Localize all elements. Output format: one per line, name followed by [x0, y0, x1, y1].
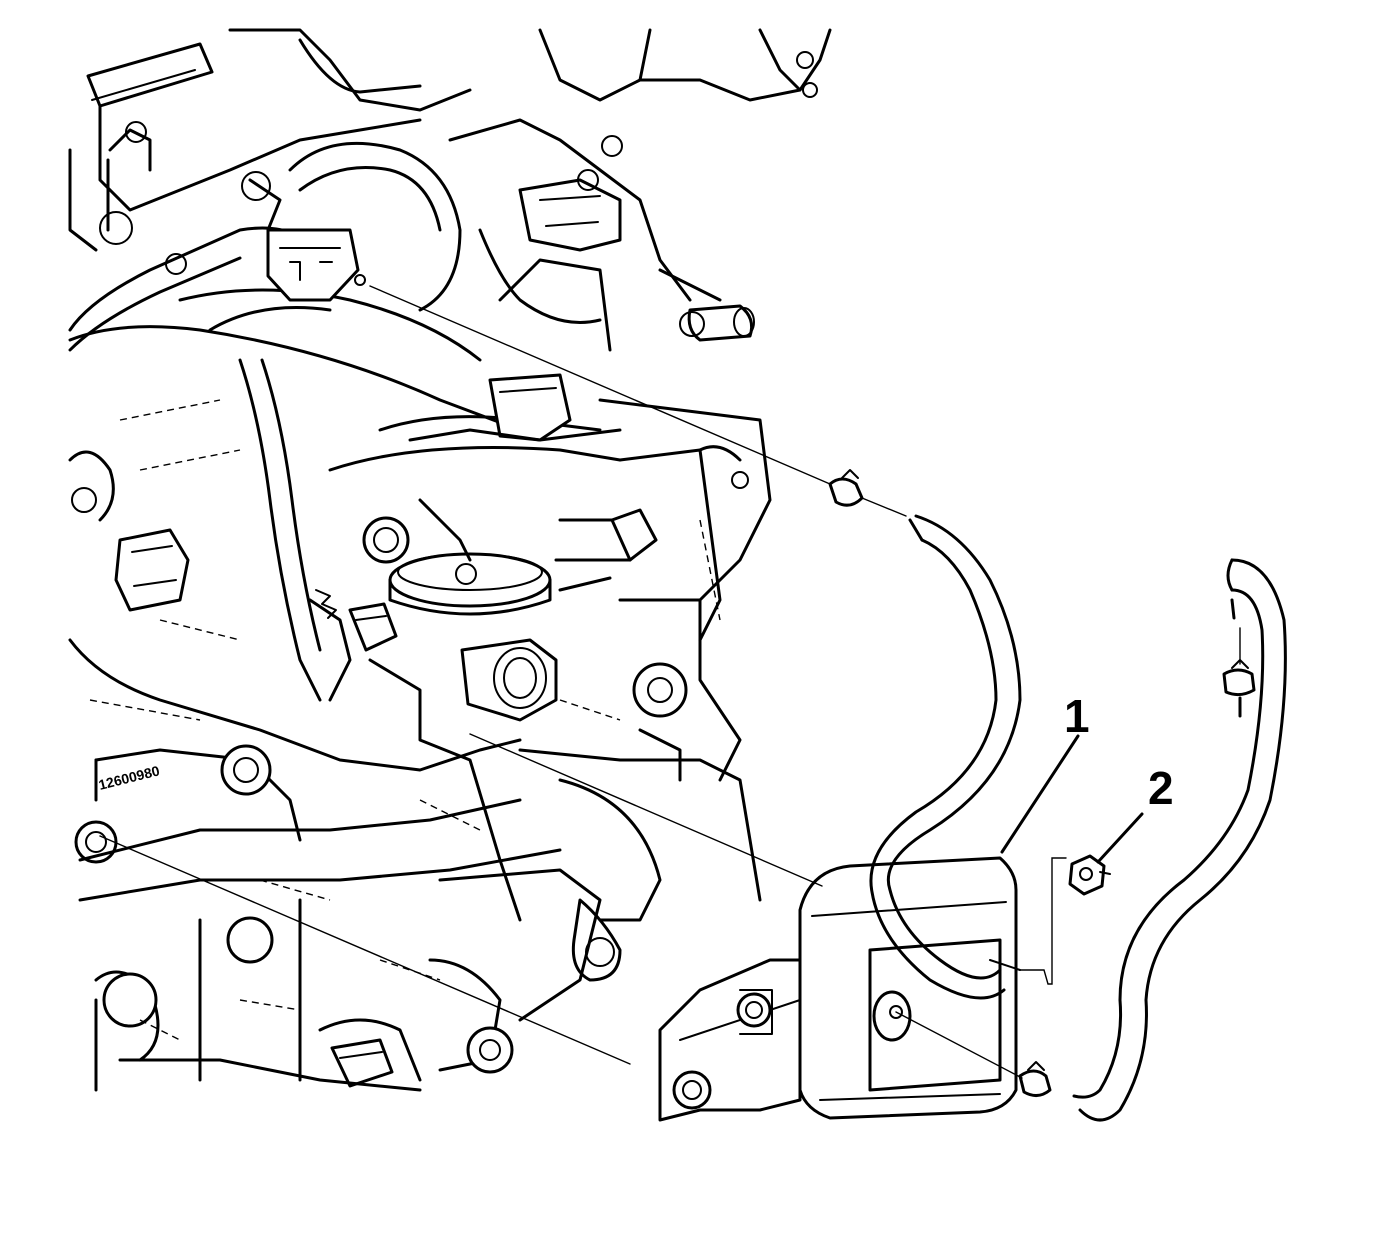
part-stamp-label: 12600980 [97, 762, 162, 793]
callout-1-label: 1 [1064, 690, 1090, 742]
callout-2: 2 [1096, 762, 1174, 864]
hose-clamp-right [1222, 659, 1256, 718]
hex-nut [1068, 854, 1111, 896]
alignment-lines [99, 285, 1241, 1079]
callout-1: 1 [1000, 690, 1090, 854]
callout-2-label: 2 [1148, 762, 1174, 814]
upper-coolant-hose [869, 514, 1022, 1000]
engine-assembly: 12600980 [68, 28, 832, 1092]
return-hose [1072, 558, 1287, 1122]
reservoir-canister [798, 856, 1021, 1120]
exploded-components [658, 469, 1287, 1122]
hose-clamp-lower [1018, 1061, 1052, 1097]
hose-clamp-upper [828, 469, 864, 507]
mounting-bracket [658, 958, 802, 1122]
